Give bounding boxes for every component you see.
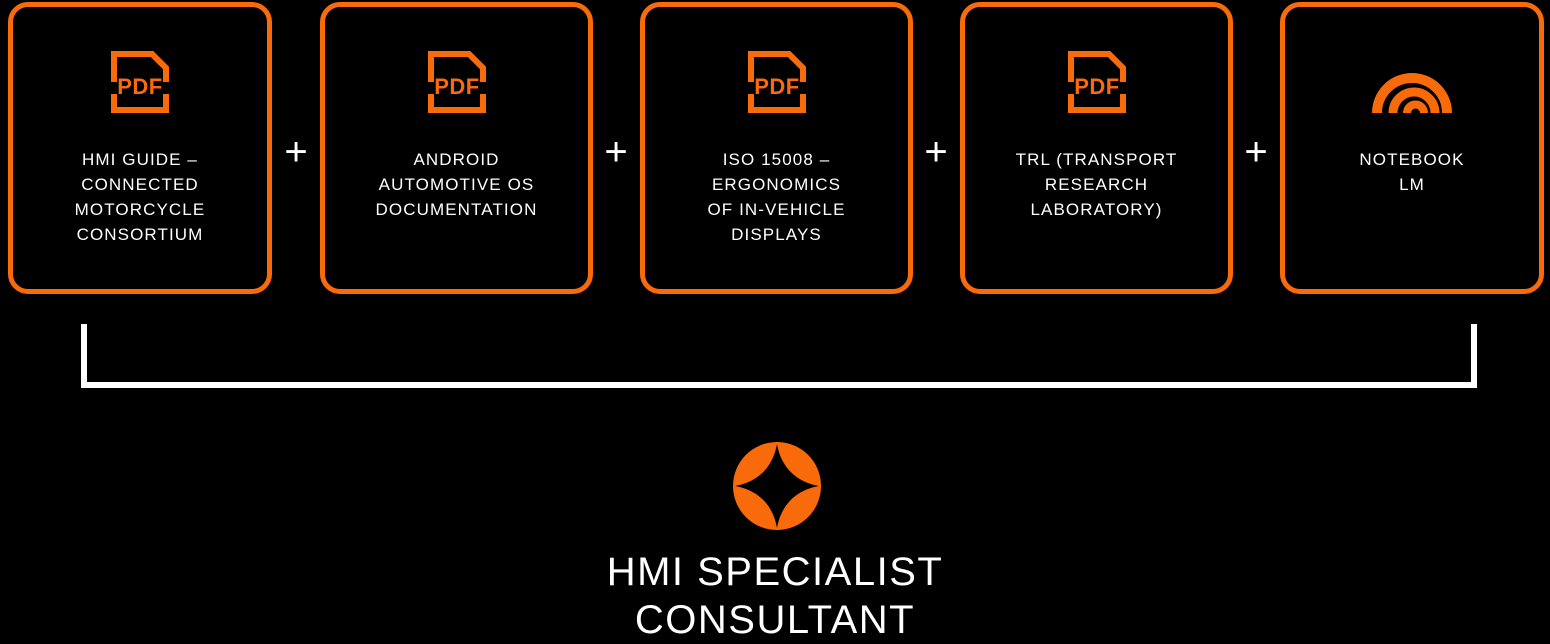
- svg-text:PDF: PDF: [1074, 74, 1120, 99]
- source-card-notebook-lm[interactable]: Notebook LM: [1280, 2, 1544, 294]
- svg-text:PDF: PDF: [754, 74, 800, 99]
- operator-plus-4: +: [1244, 130, 1268, 174]
- notebooklm-icon: [1369, 45, 1455, 119]
- operator-plus-1: +: [284, 130, 308, 174]
- source-card-label: Notebook LM: [1359, 150, 1465, 194]
- bracket-connector: [81, 324, 1477, 388]
- operator-plus-3: +: [924, 130, 948, 174]
- source-card-iso-15008[interactable]: PDF ISO 15008 – Ergonomics of In-Vehicle…: [640, 2, 913, 294]
- source-card-label: TRL (Transport Research Laboratory): [1015, 150, 1178, 219]
- source-card-label: HMI Guide – Connected Motorcycle Consort…: [74, 150, 206, 244]
- source-card-label: Android Automotive OS Documentation: [375, 150, 538, 219]
- source-card-hmi-guide[interactable]: PDF HMI Guide – Connected Motorcycle Con…: [8, 2, 272, 294]
- result-title: HMI Specialist Consultant: [606, 550, 944, 642]
- svg-text:PDF: PDF: [117, 74, 163, 99]
- pdf-icon: PDF: [742, 45, 812, 119]
- source-card-label: ISO 15008 – Ergonomics of In-Vehicle Dis…: [707, 150, 846, 244]
- source-cards-row: PDF HMI Guide – Connected Motorcycle Con…: [0, 0, 1550, 300]
- four-point-star-icon: [729, 438, 825, 534]
- svg-text:PDF: PDF: [434, 74, 480, 99]
- pdf-icon: PDF: [105, 45, 175, 119]
- source-card-android-automotive[interactable]: PDF Android Automotive OS Documentation: [320, 2, 593, 294]
- pdf-icon: PDF: [1062, 45, 1132, 119]
- source-card-trl[interactable]: PDF TRL (Transport Research Laboratory): [960, 2, 1233, 294]
- pdf-icon: PDF: [422, 45, 492, 119]
- operator-plus-2: +: [604, 130, 628, 174]
